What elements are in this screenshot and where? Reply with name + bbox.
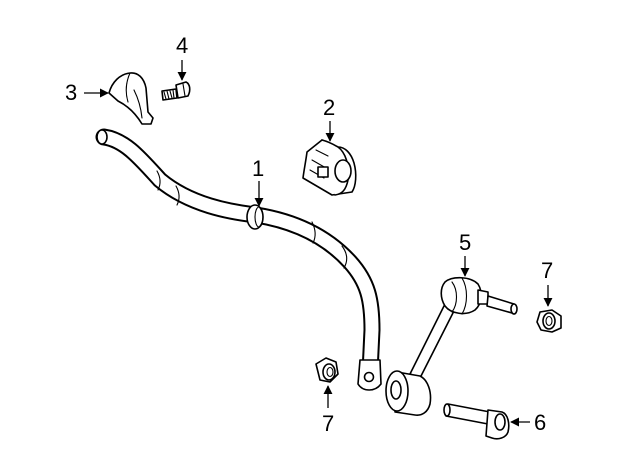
- callout-4: 4: [176, 33, 188, 81]
- callout-2: 2: [323, 95, 335, 142]
- bushing-bracket[interactable]: [108, 72, 154, 125]
- callout-7-lower: 7: [322, 385, 334, 436]
- link-bolt[interactable]: [443, 403, 510, 440]
- callout-1: 1: [252, 156, 264, 207]
- callout-3-label: 3: [65, 80, 77, 105]
- callout-7-upper-label: 7: [541, 258, 553, 283]
- callout-4-label: 4: [176, 33, 188, 58]
- callout-6: 6: [510, 410, 546, 435]
- nut-lower[interactable]: [315, 357, 339, 383]
- callout-7-lower-label: 7: [322, 411, 334, 436]
- callout-1-label: 1: [252, 156, 264, 181]
- callout-2-label: 2: [323, 95, 335, 120]
- stabilizer-bushing[interactable]: [302, 139, 357, 196]
- stabilizer-link[interactable]: [385, 276, 518, 416]
- nut-upper[interactable]: [536, 309, 562, 333]
- callout-7-upper: 7: [541, 258, 553, 307]
- stabilizer-bar[interactable]: [95, 128, 382, 391]
- callout-6-label: 6: [534, 410, 546, 435]
- bracket-bolt[interactable]: [161, 81, 191, 101]
- callout-3: 3: [65, 80, 109, 105]
- callout-5: 5: [459, 230, 471, 277]
- callout-5-label: 5: [459, 230, 471, 255]
